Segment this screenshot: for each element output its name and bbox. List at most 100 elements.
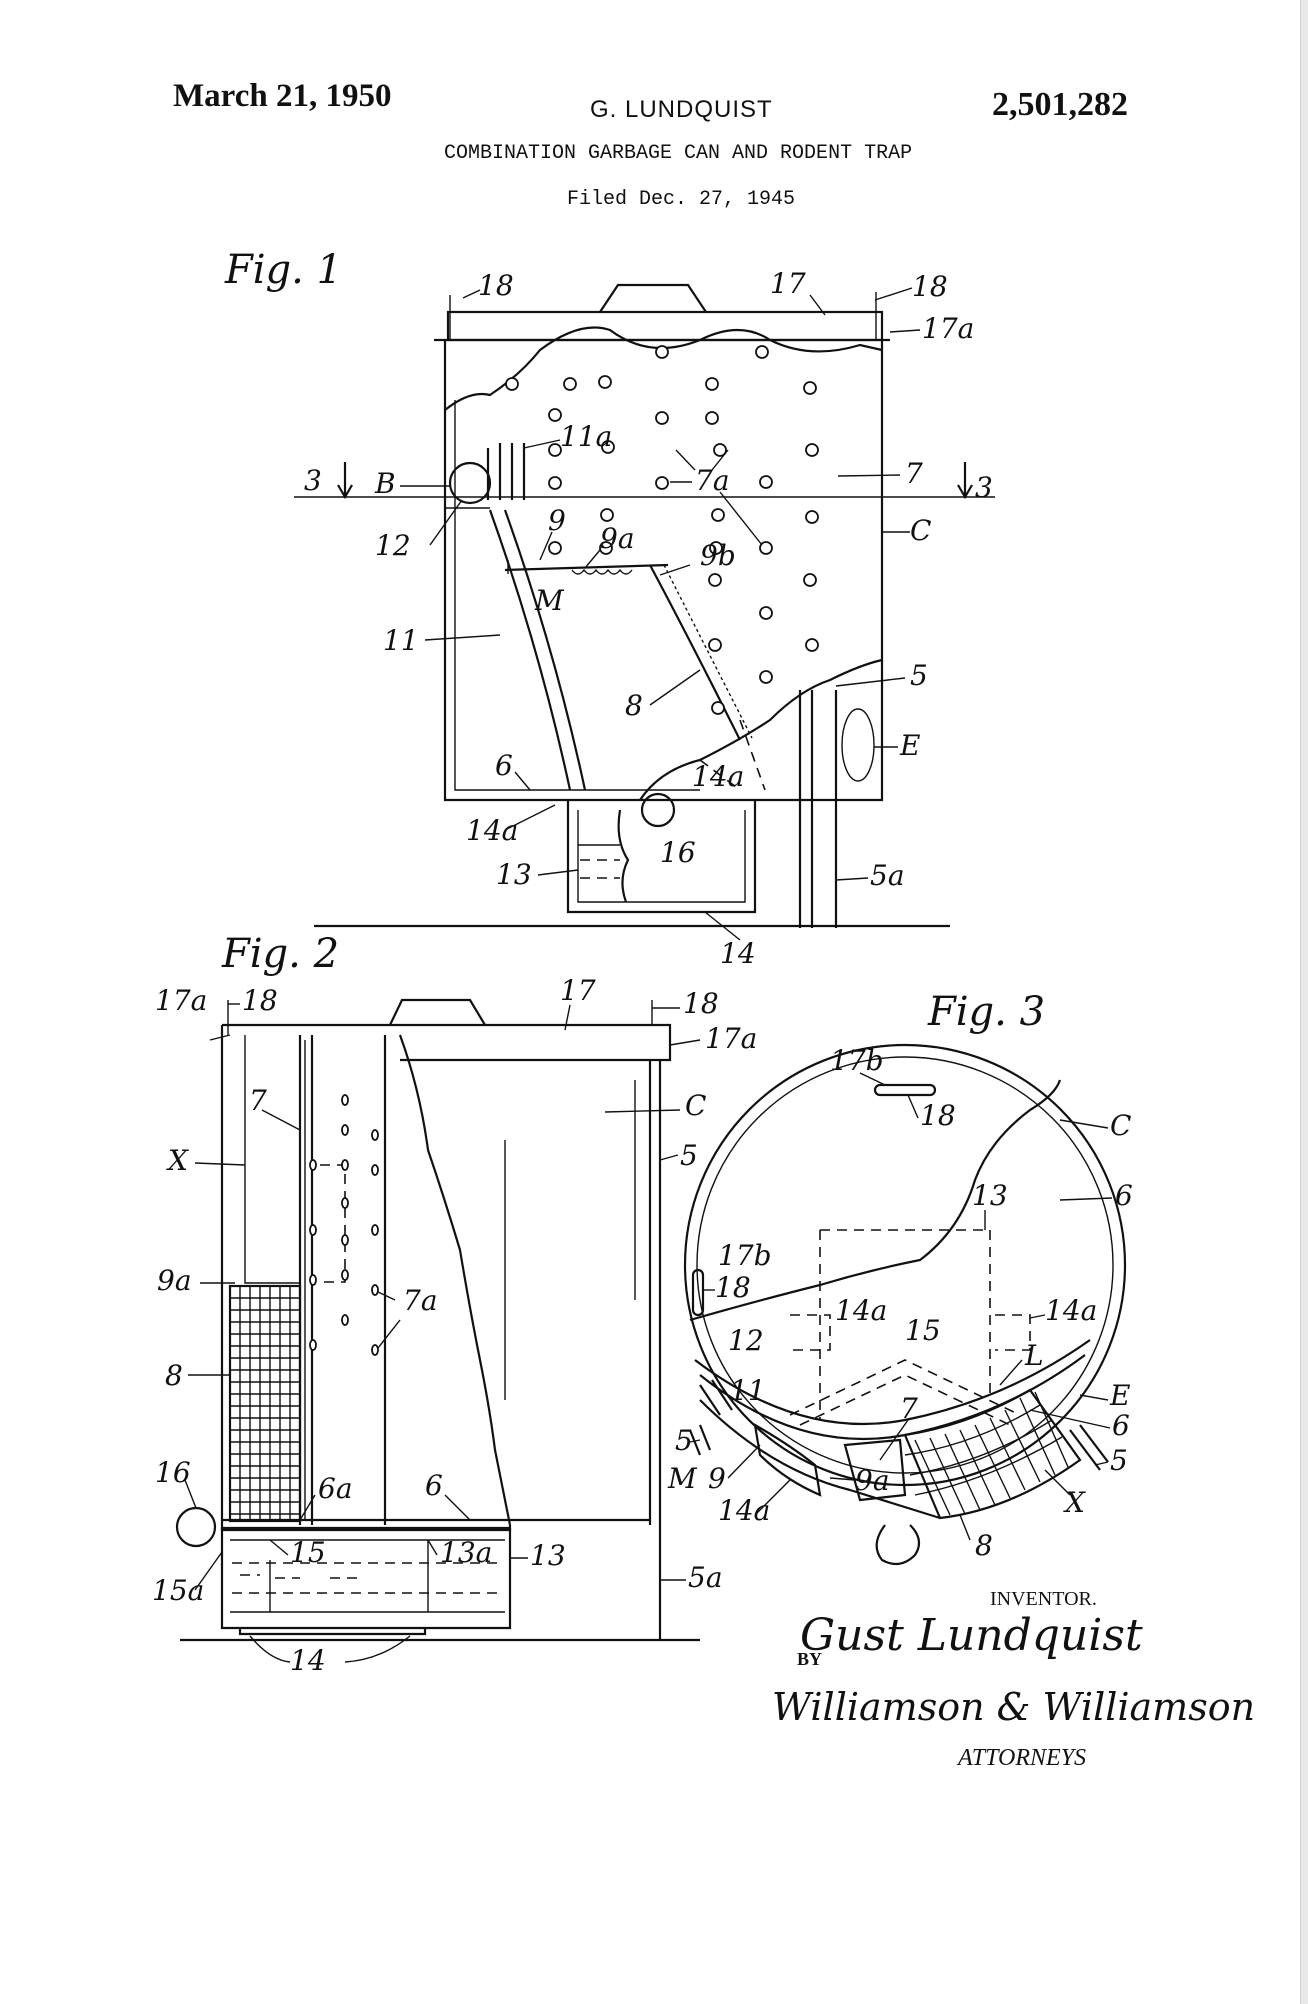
ref-12: 12 bbox=[375, 529, 411, 562]
fig2-lid-handle bbox=[389, 998, 486, 1026]
fig2-trap-box bbox=[220, 1528, 512, 1630]
figure-1: Fig. 1 bbox=[224, 247, 995, 970]
ref-14a: 14a bbox=[692, 760, 744, 793]
fig3-inner-wall bbox=[694, 1339, 1091, 1426]
filed-date: Filed Dec. 27, 1945 bbox=[567, 188, 796, 211]
ref-17a: 17a bbox=[155, 984, 207, 1017]
fig3-platform bbox=[753, 1422, 822, 1497]
fig3-break-line bbox=[689, 1079, 1062, 1322]
ref-13a: 13a bbox=[440, 1536, 492, 1569]
ref-7: 7 bbox=[900, 1392, 918, 1425]
fig1-break-line-bottom bbox=[639, 658, 883, 801]
ref-18: 18 bbox=[715, 1271, 751, 1304]
fig3-slot-top bbox=[873, 1083, 937, 1097]
inventor-header: G. LUNDQUIST bbox=[590, 96, 773, 123]
fig1-opening-e bbox=[841, 708, 875, 782]
ref-6: 6 bbox=[495, 749, 513, 782]
ref-18: 18 bbox=[920, 1099, 956, 1132]
ref-11: 11 bbox=[383, 624, 419, 657]
fig3-roof-hidden bbox=[789, 1359, 1021, 1426]
ref-X: X bbox=[166, 1144, 189, 1177]
fig1-bait-b bbox=[448, 461, 492, 505]
ref-8: 8 bbox=[975, 1529, 993, 1562]
figure-2: Fig. 2 bbox=[152, 931, 757, 1677]
ref-13: 13 bbox=[530, 1539, 566, 1572]
ref-17b: 17b bbox=[830, 1044, 884, 1077]
ref-13: 13 bbox=[496, 858, 532, 891]
figure-2-label: Fig. 2 bbox=[221, 931, 339, 977]
fig1-lid-handle bbox=[599, 283, 707, 313]
ref-6: 6 bbox=[1115, 1179, 1133, 1212]
figure-3: Fig. 3 bbox=[667, 989, 1133, 1566]
ref-18: 18 bbox=[478, 269, 514, 302]
ref-5: 5 bbox=[910, 659, 928, 692]
fig1-chute-inner bbox=[503, 509, 587, 791]
ref-15a: 15a bbox=[152, 1574, 204, 1607]
ref-8: 8 bbox=[625, 689, 643, 722]
ref-17: 17 bbox=[770, 267, 806, 300]
ref-6a: 6a bbox=[318, 1472, 353, 1505]
inventor-label: INVENTOR. bbox=[990, 1588, 1097, 1610]
ref-L: L bbox=[1024, 1339, 1044, 1372]
fig2-perforations bbox=[309, 1094, 379, 1356]
ref-E: E bbox=[1109, 1379, 1130, 1412]
fig3-trap-box-hidden bbox=[819, 1229, 991, 1420]
ref-18: 18 bbox=[242, 984, 278, 1017]
ref-17: 17 bbox=[560, 974, 596, 1007]
ref-13: 13 bbox=[972, 1179, 1008, 1212]
ref-5a: 5a bbox=[688, 1561, 723, 1594]
ref-3: 3 bbox=[975, 471, 993, 504]
fig3-bait-16 bbox=[875, 1524, 921, 1566]
patent-number: 2,501,282 bbox=[992, 86, 1128, 123]
patent-date: March 21, 1950 bbox=[173, 78, 392, 114]
fig1-break-line-top bbox=[444, 326, 883, 411]
ref-E: E bbox=[899, 729, 920, 762]
ref-9a: 9a bbox=[157, 1264, 192, 1297]
ref-M: M bbox=[667, 1462, 698, 1495]
fig1-platform bbox=[504, 563, 669, 572]
fig1-perforations bbox=[505, 345, 819, 715]
ref-8: 8 bbox=[165, 1359, 183, 1392]
ref-14a: 14a bbox=[466, 814, 518, 847]
fig1-lid bbox=[446, 310, 884, 342]
ref-5: 5 bbox=[680, 1139, 698, 1172]
ref-5a: 5a bbox=[870, 859, 905, 892]
ref-C: C bbox=[1110, 1109, 1131, 1142]
ref-17b: 17b bbox=[718, 1239, 772, 1272]
ref-14a: 14a bbox=[1045, 1294, 1097, 1327]
ref-7a: 7a bbox=[403, 1284, 438, 1317]
fig2-bait-16 bbox=[175, 1506, 217, 1548]
fig2-break-line bbox=[398, 1034, 512, 1526]
fig3-slot-left bbox=[691, 1268, 705, 1317]
fig2-screen bbox=[228, 1284, 302, 1523]
ref-15: 15 bbox=[290, 1536, 326, 1569]
signature-block: INVENTOR. Gust Lundquist BY Williamson &… bbox=[772, 1588, 1255, 1771]
ref-6: 6 bbox=[425, 1469, 443, 1502]
fig1-screen bbox=[649, 564, 741, 741]
ref-14: 14 bbox=[290, 1644, 326, 1677]
ref-5: 5 bbox=[1110, 1444, 1128, 1477]
ref-B: B bbox=[374, 467, 396, 500]
ref-M: M bbox=[534, 584, 565, 617]
ref-11a: 11a bbox=[560, 420, 612, 453]
ref-17a: 17a bbox=[922, 312, 974, 345]
ref-14: 14 bbox=[720, 937, 756, 970]
ref-12: 12 bbox=[728, 1324, 764, 1357]
ref-7: 7 bbox=[249, 1084, 267, 1117]
fig1-can-body bbox=[443, 340, 884, 802]
figure-3-label: Fig. 3 bbox=[927, 989, 1045, 1035]
fig1-chute-outer bbox=[488, 509, 572, 791]
attorneys-signature: Williamson & Williamson bbox=[772, 1685, 1255, 1729]
ref-18: 18 bbox=[683, 987, 719, 1020]
ref-11: 11 bbox=[730, 1374, 766, 1407]
figure-1-label: Fig. 1 bbox=[224, 247, 342, 293]
ref-16: 16 bbox=[155, 1456, 191, 1489]
fig2-bottom bbox=[222, 1518, 650, 1530]
ref-16: 16 bbox=[660, 836, 696, 869]
ref-7: 7 bbox=[905, 457, 923, 490]
ref-3: 3 bbox=[304, 464, 322, 497]
inventor-signature: Gust Lundquist bbox=[800, 1610, 1143, 1661]
ref-14a: 14a bbox=[718, 1494, 770, 1527]
